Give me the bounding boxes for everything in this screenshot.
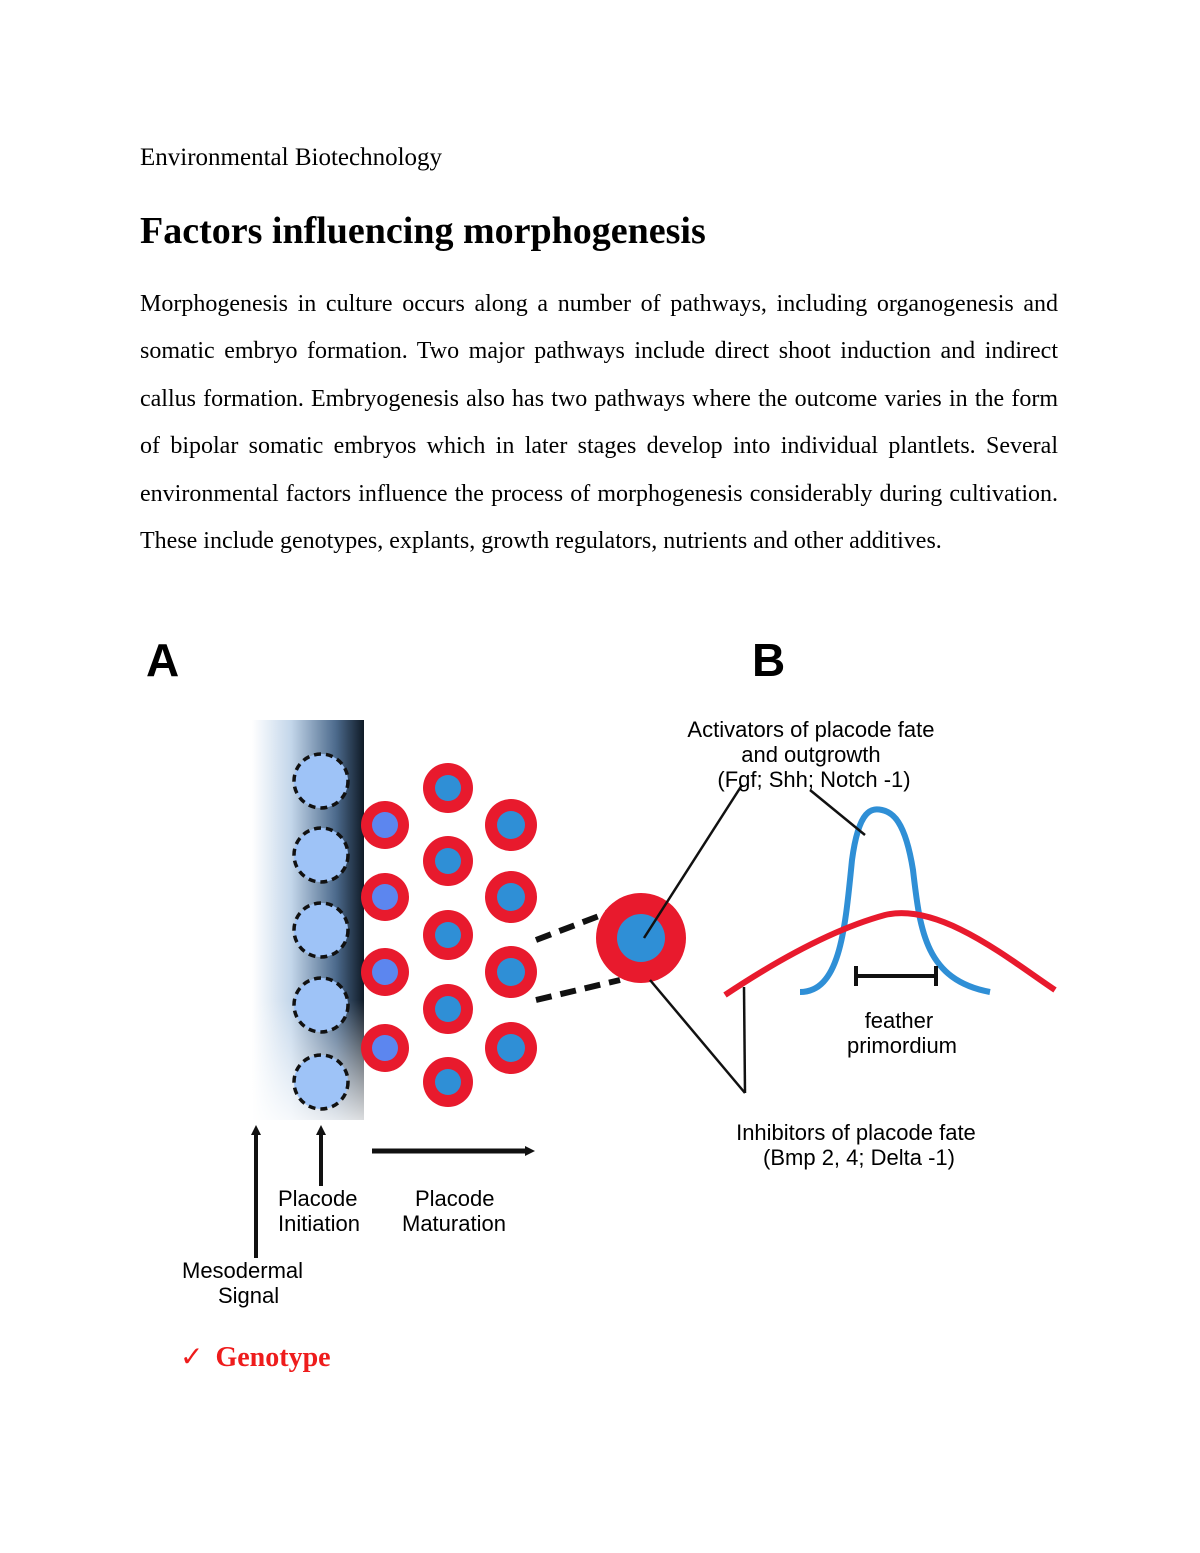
placode-core — [497, 958, 525, 986]
inhibitor-curve — [723, 910, 1057, 998]
body-paragraph: Morphogenesis in culture occurs along a … — [140, 291, 1058, 555]
placode-core — [497, 1034, 525, 1062]
initiation-circle — [292, 752, 350, 810]
panel-b-label: B — [752, 634, 785, 686]
placode-core — [435, 1069, 461, 1095]
placode-core — [435, 922, 461, 948]
figure-diagram: A B — [146, 634, 1057, 1308]
genotype-label: Genotype — [215, 1342, 331, 1373]
enlarged-placode-core — [617, 914, 665, 962]
page-header: Environmental Biotechnology — [140, 144, 443, 171]
placode-column-3 — [485, 799, 537, 1074]
placode-core — [497, 811, 525, 839]
panel-a-label: A — [146, 634, 179, 686]
placode-column-1 — [361, 801, 409, 1072]
inhibitor-pointer-2 — [742, 986, 747, 1094]
placode-core — [372, 884, 398, 910]
initiation-circles — [292, 752, 350, 1111]
placode-core — [372, 812, 398, 838]
initiation-circle — [292, 826, 350, 884]
placode-core — [372, 1035, 398, 1061]
placode-core — [435, 775, 461, 801]
feather-primordium-bracket — [854, 966, 938, 986]
initiation-circle — [292, 901, 350, 959]
inhibitor-pointer-1 — [649, 979, 746, 1094]
placode-core — [435, 996, 461, 1022]
page-title: Factors influencing morphogenesis — [140, 210, 706, 252]
initiation-circle — [292, 976, 350, 1034]
placode-core — [372, 959, 398, 985]
placode-core — [435, 848, 461, 874]
initiation-circle — [292, 1053, 350, 1111]
inhibitors-label: Inhibitors of placode fate (Bmp 2, 4; De… — [736, 1120, 982, 1170]
placode-column-2 — [423, 763, 473, 1107]
placode-core — [497, 883, 525, 911]
zoom-line-top — [534, 905, 622, 943]
feather-primordium-label: feather primordium — [847, 1008, 957, 1058]
zoom-line-bottom — [535, 977, 621, 1003]
activators-label: Activators of placode fate and outgrowth… — [687, 717, 940, 792]
activator-curve — [799, 806, 991, 995]
genotype-bullet: ✓ Genotype — [180, 1337, 331, 1378]
activator-pointer-2 — [809, 789, 866, 836]
placode-figure: A B — [130, 630, 1070, 1320]
activator-pointer-1 — [642, 784, 744, 939]
checkmark-icon: ✓ — [180, 1340, 204, 1373]
